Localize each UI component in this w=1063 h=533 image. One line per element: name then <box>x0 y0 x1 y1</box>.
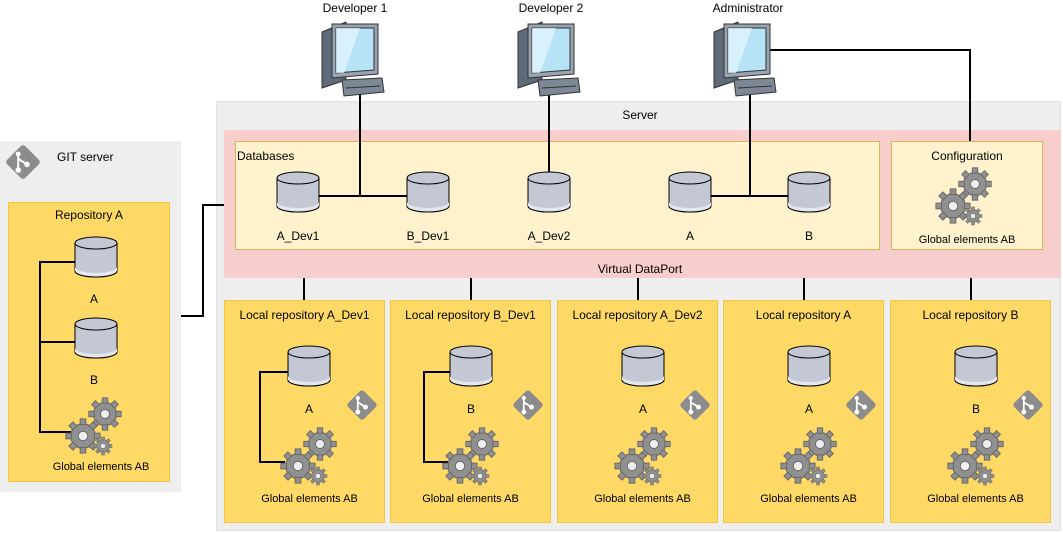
local-repo-2-db-label: B <box>466 402 475 416</box>
db-b-dev1-label: B_Dev1 <box>406 229 450 243</box>
repository-a-db-b-icon <box>74 317 118 359</box>
local-repo-5-label: Local repository B <box>922 308 1019 322</box>
local-repo-4-global-label: Global elements AB <box>760 493 857 505</box>
local-repo-4-db-label: A <box>804 402 813 416</box>
database-a-dev1-icon <box>276 171 320 213</box>
db-a-label: A <box>685 229 694 243</box>
local-repo-5-global-label: Global elements AB <box>927 493 1024 505</box>
local-repo-3-db-label: A <box>638 402 647 416</box>
developer-1-label: Developer 1 <box>322 1 388 15</box>
administrator-label: Administrator <box>712 1 784 15</box>
git-server-icon <box>3 142 43 182</box>
configuration-gears-icon <box>936 168 991 225</box>
git-server-label: GIT server <box>57 150 114 164</box>
local-repo-1-label: Local repository A_Dev1 <box>239 308 370 322</box>
database-b-dev1-icon <box>406 171 450 213</box>
repository-a-db-b-label: B <box>89 373 98 387</box>
local-repo-3-gears-icon <box>615 428 670 485</box>
local-repo-3-db-icon <box>621 345 665 387</box>
local-repo-2-git-icon <box>511 388 545 422</box>
local-repository-b-dev1 <box>390 300 551 523</box>
local-repo-5-git-icon <box>1011 388 1045 422</box>
local-repo-1-git-icon <box>345 388 379 422</box>
databases-label: Databases <box>237 149 295 163</box>
database-a-icon <box>668 171 712 213</box>
repository-a-gears-icon <box>66 398 121 455</box>
local-repo-4-label: Local repository A <box>755 308 852 322</box>
local-repo-3-global-label: Global elements AB <box>594 493 691 505</box>
local-repo-1-db-icon <box>287 345 331 387</box>
local-repo-3-label: Local repository A_Dev2 <box>572 308 703 322</box>
database-a-dev2-icon <box>527 171 571 213</box>
local-repo-2-db-icon <box>449 345 493 387</box>
local-repo-2-label: Local repository B_Dev1 <box>405 308 536 322</box>
configuration-label: Configuration <box>931 149 1003 163</box>
local-repo-2-gears-icon <box>443 428 498 485</box>
local-repo-1-gears-icon <box>281 428 336 485</box>
db-a-dev1-label: A_Dev1 <box>276 229 320 243</box>
developer-1-computer-icon <box>321 21 385 97</box>
db-a-dev2-label: A_Dev2 <box>527 229 571 243</box>
local-repo-3-git-icon <box>678 388 712 422</box>
administrator-computer-icon <box>713 21 777 97</box>
db-b-label: B <box>804 229 813 243</box>
database-b-icon <box>787 171 831 213</box>
repository-a-db-a-icon <box>74 236 118 278</box>
local-repo-1-db-label: A <box>304 402 313 416</box>
local-repo-4-git-icon <box>844 388 878 422</box>
repository-a-global-label: Global elements AB <box>52 461 150 473</box>
local-repo-2-global-label: Global elements AB <box>422 493 519 505</box>
local-repo-4-db-icon <box>787 345 831 387</box>
virtual-dataport-label: Virtual DataPort <box>597 262 683 276</box>
developer-2-label: Developer 2 <box>518 1 584 15</box>
connections <box>39 49 972 463</box>
configuration-global-label: Global elements AB <box>918 234 1016 246</box>
local-repo-5-db-icon <box>954 345 998 387</box>
developer-2-computer-icon <box>517 21 581 97</box>
local-repo-5-db-label: B <box>971 402 980 416</box>
repository-a-db-a-label: A <box>89 292 98 306</box>
repository-a-label: Repository A <box>54 208 124 222</box>
local-repo-4-gears-icon <box>781 428 836 485</box>
local-repo-1-global-label: Global elements AB <box>261 493 358 505</box>
local-repo-5-gears-icon <box>948 428 1003 485</box>
server-label: Server <box>622 108 658 122</box>
